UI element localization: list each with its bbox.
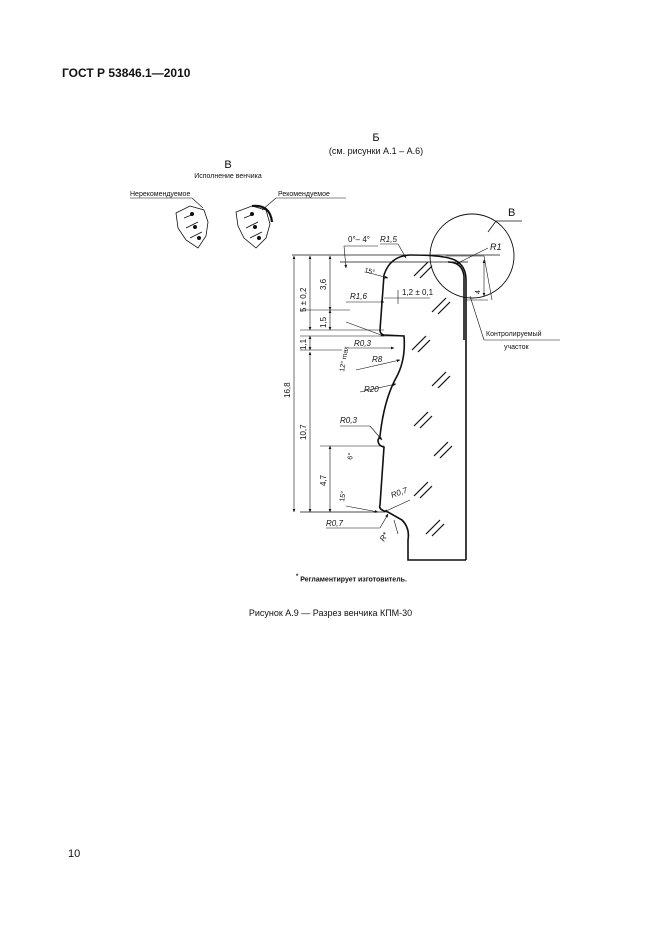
section-hatching [411, 261, 453, 537]
leader-lines [326, 243, 430, 535]
dim-r-star: R* [378, 530, 391, 543]
dim-r1-5: R1,5 [380, 235, 397, 244]
dim-4-detail: 4 [475, 290, 482, 294]
dim-angle-top: 0°– 4° [348, 235, 370, 244]
not-recommended-sketch [175, 205, 209, 249]
dim-1-2: 1,2 ± 0,1 [402, 288, 434, 297]
note-mark: * [296, 574, 299, 580]
vertical-dimensions [292, 255, 404, 513]
dim-r20: R20 [364, 385, 379, 394]
standard-header: ГОСТ Р 53846.1—2010 [62, 66, 191, 80]
dim-1-5: 1,5 [319, 316, 328, 328]
dim-3-6: 3,6 [319, 278, 328, 290]
label-not-recommended: Нерекомендуемое [130, 191, 190, 198]
dim-angle6: 6° [346, 452, 355, 460]
dim-4-7: 4,7 [319, 474, 328, 486]
dim-10-7: 10,7 [299, 424, 308, 440]
label-recommended: Рекомендуемое [278, 191, 330, 198]
dim-r8: R8 [372, 355, 383, 364]
detail-title: В [224, 159, 231, 171]
dim-r0-3-mid: R0,3 [340, 416, 357, 425]
view-title: Б [372, 132, 379, 144]
figure-caption: Рисунок А.9 — Разрез венчика КПМ-30 [248, 608, 413, 618]
detail-subtitle: Исполнение венчика [194, 173, 262, 180]
controlled-area-line1: Контролируемый [486, 330, 542, 338]
detail-circle [429, 213, 560, 341]
dim-r0-7-right: R0,7 [390, 485, 409, 499]
detail-marker: В [508, 207, 515, 219]
rim-section-drawing: Б (см. рисунки А.1 – А.6) В Исполнение в… [130, 132, 560, 561]
dim-16-8: 16,8 [283, 382, 292, 398]
view-reference: (см. рисунки А.1 – А.6) [329, 146, 423, 156]
dim-angle15-bot: 15° [338, 490, 348, 502]
manufacturer-note: * Регламентирует изготовитель. [296, 574, 407, 583]
recommended-sketch [235, 204, 274, 249]
dim-r1-detail: R1 [490, 242, 502, 252]
dim-angle12: 12° max [338, 345, 350, 372]
page-number: 10 [68, 848, 81, 860]
dim-angle15-top: 15° [363, 266, 375, 277]
dim-1-1: 1,1 [299, 338, 308, 350]
dim-r1-6: R1,6 [350, 292, 367, 301]
rim-profile [292, 254, 500, 561]
dim-5: 5 ± 0,2 [299, 287, 308, 312]
dim-r0-7-left: R0,7 [326, 519, 343, 528]
note-text: Регламентирует изготовитель. [298, 576, 407, 584]
dim-r0-3-top: R0,3 [354, 339, 371, 348]
controlled-area-line2: участок [504, 344, 530, 351]
